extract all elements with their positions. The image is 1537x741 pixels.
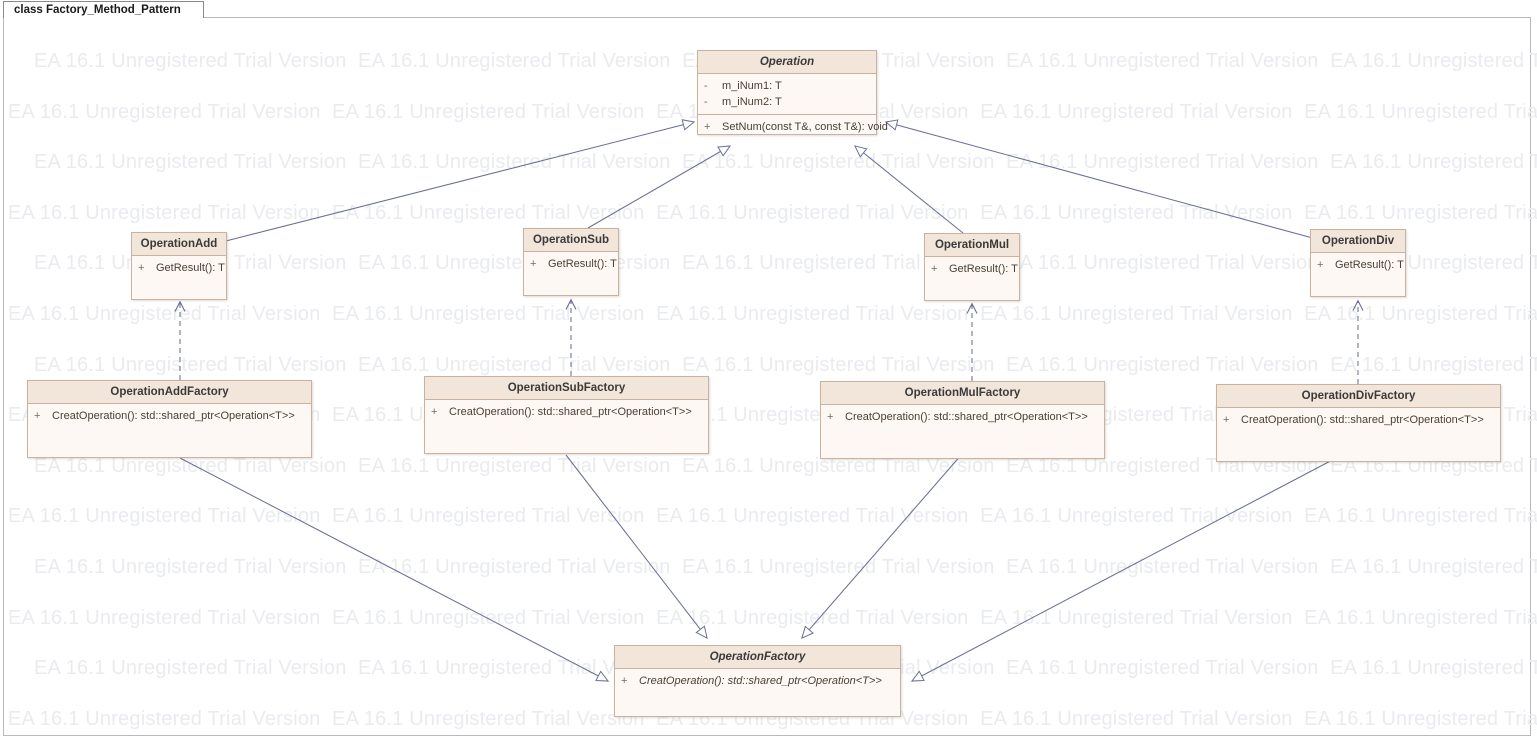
class-operation-add-title: OperationAdd (132, 233, 226, 256)
class-operation-sub-factory[interactable]: OperationSubFactory + CreatOperation(): … (424, 376, 709, 454)
class-member: + GetResult(): T (925, 261, 1019, 277)
member-signature: SetNum(const T&, const T&): void (722, 121, 888, 133)
class-operation-div[interactable]: OperationDiv + GetResult(): T (1310, 229, 1406, 297)
class-operation-sub-factory-title: OperationSubFactory (425, 377, 708, 400)
class-operation-add-factory-title: OperationAddFactory (28, 381, 311, 404)
class-member: - m_iNum1: T (698, 78, 876, 94)
visibility-marker: - (704, 96, 708, 108)
class-operation-sub-factory-operations: + CreatOperation(): std::shared_ptr<Oper… (425, 400, 708, 424)
visibility-marker: + (138, 262, 145, 274)
class-member: + GetResult(): T (1311, 257, 1405, 273)
class-member: - m_iNum2: T (698, 94, 876, 110)
member-signature: CreatOperation(): std::shared_ptr<Operat… (639, 675, 882, 687)
class-operation-mul-factory-title: OperationMulFactory (821, 382, 1104, 405)
class-member: + GetResult(): T (132, 260, 226, 276)
class-operation-mul-factory-operations: + CreatOperation(): std::shared_ptr<Oper… (821, 405, 1104, 429)
class-operation-title: Operation (698, 51, 876, 74)
visibility-marker: + (1223, 414, 1230, 426)
class-operation-mul-title: OperationMul (925, 234, 1019, 257)
visibility-marker: + (704, 121, 711, 133)
class-member: + SetNum(const T&, const T&): void (698, 119, 888, 135)
class-operation-add[interactable]: OperationAdd + GetResult(): T (131, 232, 227, 300)
class-member: + CreatOperation(): std::shared_ptr<Oper… (28, 408, 311, 424)
diagram-title-tab[interactable]: class Factory_Method_Pattern (3, 1, 204, 18)
class-operation-sub-title: OperationSub (524, 229, 618, 252)
class-operation-sub[interactable]: OperationSub + GetResult(): T (523, 228, 619, 296)
diagram-title-label: class Factory_Method_Pattern (14, 4, 181, 16)
class-operation-mul-operations: + GetResult(): T (925, 257, 1019, 281)
visibility-marker: + (827, 411, 834, 423)
class-operation[interactable]: Operation - m_iNum1: T - m_iNum2: T + Se… (697, 50, 888, 135)
class-operation-div-factory-title: OperationDivFactory (1217, 385, 1500, 408)
visibility-marker: + (530, 258, 537, 270)
member-signature: m_iNum2: T (722, 96, 782, 108)
class-operation-div-title: OperationDiv (1311, 230, 1405, 253)
visibility-marker: - (704, 80, 708, 92)
member-signature: GetResult(): T (548, 258, 617, 270)
class-operation-mul[interactable]: OperationMul + GetResult(): T (924, 233, 1020, 301)
visibility-marker: + (431, 406, 438, 418)
class-operation-operations: + SetNum(const T&, const T&): void (698, 115, 888, 139)
class-member: + GetResult(): T (524, 256, 618, 272)
visibility-marker: + (34, 410, 41, 422)
member-signature: GetResult(): T (949, 263, 1018, 275)
class-member: + CreatOperation(): std::shared_ptr<Oper… (821, 409, 1104, 425)
visibility-marker: + (621, 675, 628, 687)
member-signature: CreatOperation(): std::shared_ptr<Operat… (845, 411, 1088, 423)
class-member: + CreatOperation(): std::shared_ptr<Oper… (615, 673, 900, 689)
class-operation-factory-title: OperationFactory (615, 646, 900, 669)
visibility-marker: + (931, 263, 938, 275)
member-signature: GetResult(): T (1335, 259, 1404, 271)
member-signature: CreatOperation(): std::shared_ptr<Operat… (52, 410, 295, 422)
class-operation-mul-factory[interactable]: OperationMulFactory + CreatOperation(): … (820, 381, 1105, 459)
class-operation-add-factory-operations: + CreatOperation(): std::shared_ptr<Oper… (28, 404, 311, 428)
class-operation-div-operations: + GetResult(): T (1311, 253, 1405, 277)
member-signature: CreatOperation(): std::shared_ptr<Operat… (449, 406, 692, 418)
class-operation-factory[interactable]: OperationFactory + CreatOperation(): std… (614, 645, 901, 717)
class-operation-sub-operations: + GetResult(): T (524, 252, 618, 276)
class-member: + CreatOperation(): std::shared_ptr<Oper… (1217, 412, 1500, 428)
class-operation-div-factory[interactable]: OperationDivFactory + CreatOperation(): … (1216, 384, 1501, 462)
class-operation-div-factory-operations: + CreatOperation(): std::shared_ptr<Oper… (1217, 408, 1500, 432)
class-operation-attributes: - m_iNum1: T - m_iNum2: T (698, 74, 876, 115)
class-member: + CreatOperation(): std::shared_ptr<Oper… (425, 404, 708, 420)
class-operation-add-operations: + GetResult(): T (132, 256, 226, 280)
member-signature: CreatOperation(): std::shared_ptr<Operat… (1241, 414, 1484, 426)
member-signature: GetResult(): T (156, 262, 225, 274)
visibility-marker: + (1317, 259, 1324, 271)
class-operation-add-factory[interactable]: OperationAddFactory + CreatOperation(): … (27, 380, 312, 458)
class-operation-factory-operations: + CreatOperation(): std::shared_ptr<Oper… (615, 669, 900, 693)
member-signature: m_iNum1: T (722, 80, 782, 92)
